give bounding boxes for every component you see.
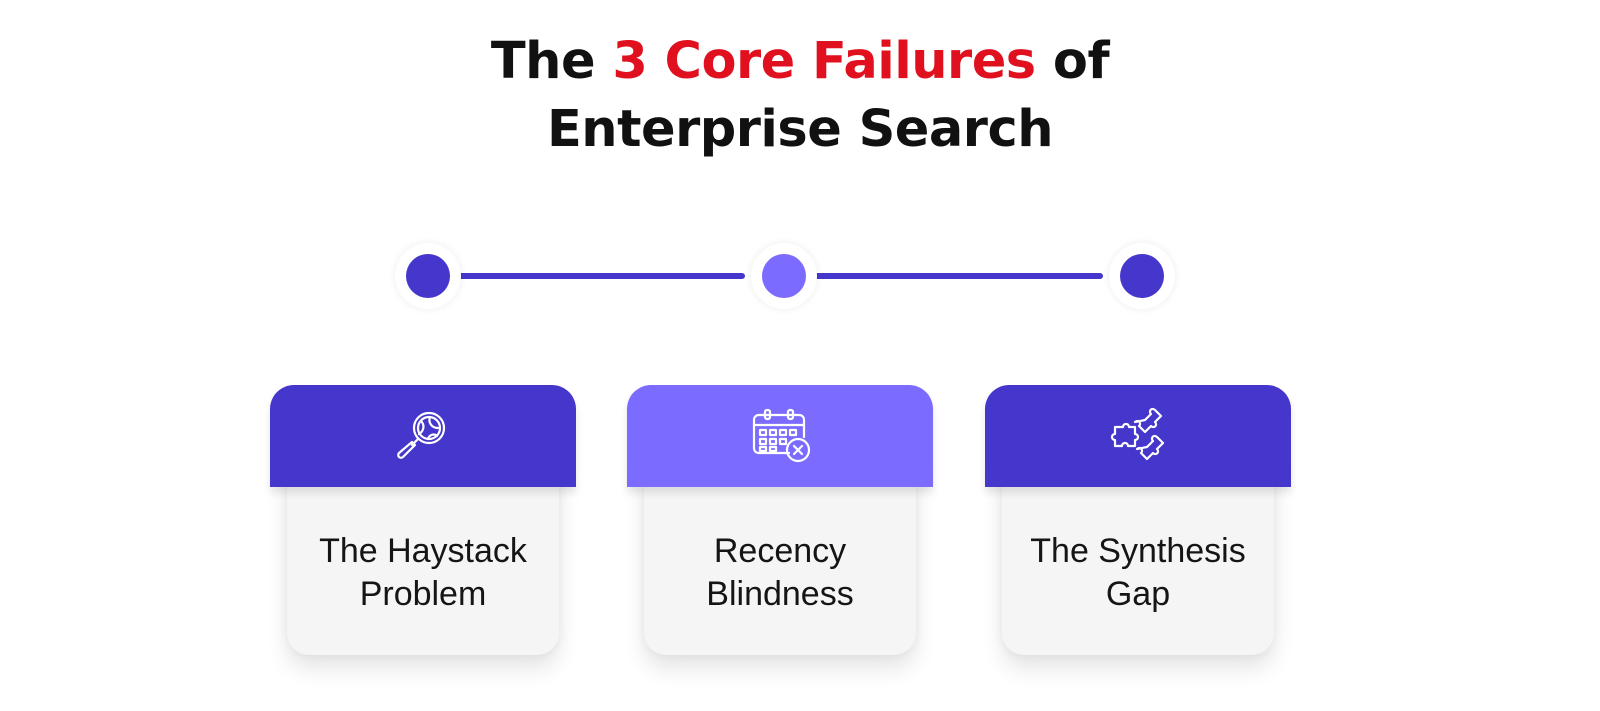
card-synthesis-gap: The Synthesis Gap [985, 385, 1291, 673]
card-header [270, 385, 576, 487]
card-label: Recency Blindness [644, 530, 916, 616]
card-label-line-2: Gap [1105, 575, 1171, 613]
magnifier-globe-icon [388, 401, 458, 471]
card-header [985, 385, 1291, 487]
timeline-connector [455, 273, 745, 279]
card-recency-blindness: Recency Blindness [627, 385, 933, 673]
timeline-node-2 [751, 243, 817, 309]
timeline-node-3 [1109, 243, 1175, 309]
card-label-line-1: The Synthesis [1030, 532, 1246, 570]
card-label: The Haystack Problem [287, 530, 559, 616]
timeline-connector [813, 273, 1103, 279]
puzzle-pieces-icon [1103, 401, 1173, 471]
title-line-2: Enterprise Search [546, 100, 1054, 159]
card-label-line-1: The Haystack [319, 532, 527, 570]
card-header [627, 385, 933, 487]
timeline-dot [406, 254, 450, 298]
card-haystack-problem: The Haystack Problem [270, 385, 576, 673]
page-title: The 3 Core Failures of Enterprise Search [0, 28, 1600, 164]
timeline-dot [762, 254, 806, 298]
title-line-1: The 3 Core Failures of [490, 32, 1110, 91]
title-part-2: of [1035, 32, 1110, 91]
timeline-dot [1120, 254, 1164, 298]
timeline-node-1 [395, 243, 461, 309]
card-label: The Synthesis Gap [1002, 530, 1274, 616]
card-label-line-1: Recency [713, 532, 847, 570]
card-label-line-2: Problem [359, 575, 487, 613]
card-label-line-2: Blindness [706, 575, 854, 613]
calendar-x-icon [745, 401, 815, 471]
title-highlight: 3 Core Failures [612, 32, 1036, 91]
title-part-1: The [490, 32, 613, 91]
